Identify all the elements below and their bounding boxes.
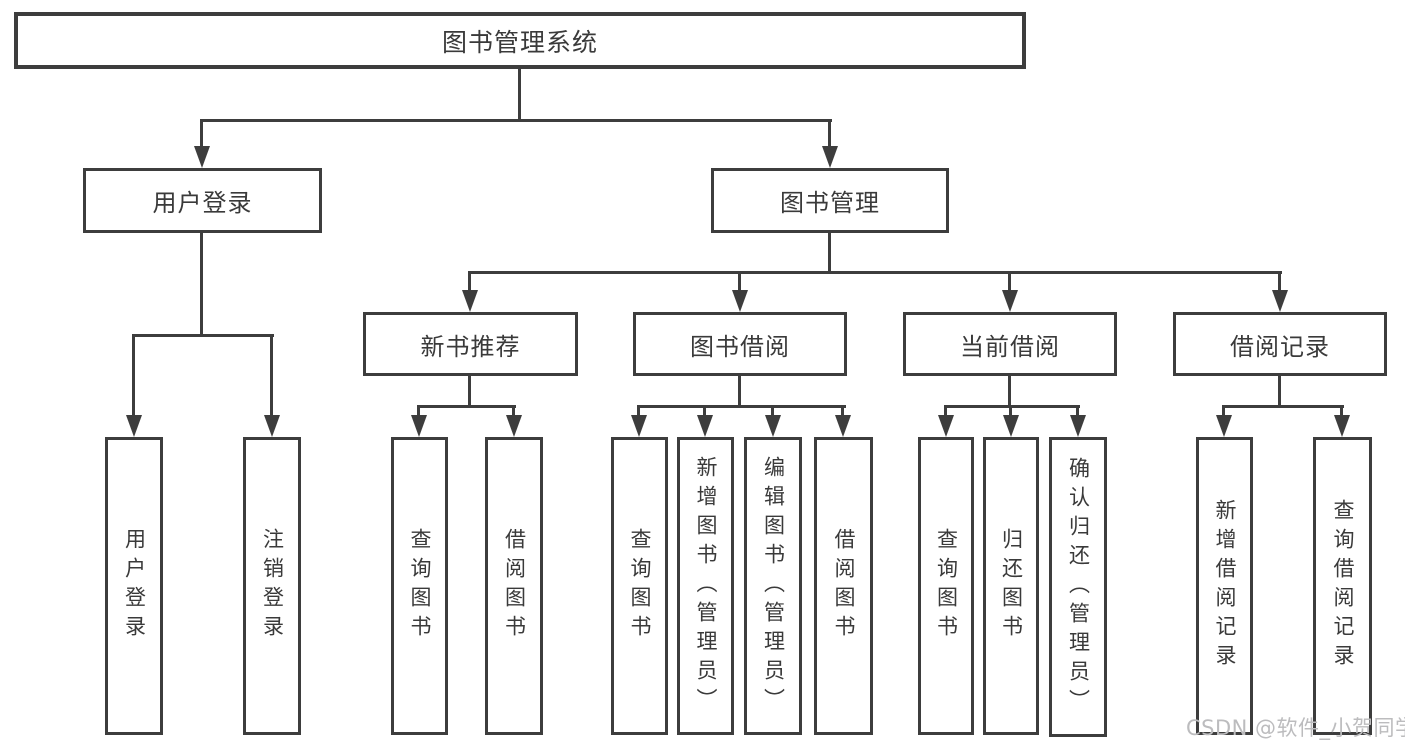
connector-g3-h bbox=[944, 405, 1080, 408]
node-edit-book-admin: 编辑图书（管理员） bbox=[744, 437, 802, 735]
arrow-g3-query-books bbox=[938, 415, 954, 437]
node-label: 用户登录 bbox=[152, 189, 253, 217]
node-label: 新书推荐 bbox=[420, 332, 521, 361]
connector-g1-stem bbox=[468, 376, 471, 405]
connector-g1-c2-stem bbox=[512, 408, 515, 416]
arrow-to-book-borrow bbox=[732, 290, 748, 312]
node-user-login-leaf: 用户登录 bbox=[105, 437, 163, 735]
arrow-to-book-mgmt bbox=[822, 146, 838, 168]
node-label: 用户登录 bbox=[122, 528, 147, 644]
arrow-to-user-login-leaf bbox=[126, 415, 142, 437]
connector-g4-stem bbox=[1278, 376, 1281, 405]
node-borrow-books-recommend: 借阅图书 bbox=[485, 437, 543, 735]
node-current-borrow: 当前借阅 bbox=[903, 312, 1117, 376]
arrow-to-new-book-recommend bbox=[462, 290, 478, 312]
node-borrow-records: 借阅记录 bbox=[1173, 312, 1387, 376]
connector-user-login-h bbox=[132, 334, 274, 337]
node-label: 查询图书 bbox=[934, 528, 959, 644]
connector-new-book-stem-top bbox=[468, 274, 471, 291]
node-borrow-books-leaf: 借阅图书 bbox=[814, 437, 873, 735]
connector-user-login-child1-stem bbox=[132, 337, 135, 415]
node-query-books-borrow: 查询图书 bbox=[611, 437, 668, 735]
connector-g4-c1-stem bbox=[1222, 408, 1225, 416]
connector-borrow-records-stem-top bbox=[1278, 274, 1281, 291]
node-label: 图书管理 bbox=[780, 189, 880, 217]
node-book-management: 图书管理 bbox=[711, 168, 949, 233]
connector-book-mgmt-stem bbox=[828, 233, 831, 271]
arrow-g4-query-record bbox=[1334, 415, 1350, 437]
arrow-g3-confirm-return bbox=[1070, 415, 1086, 437]
connector-book-mgmt-h bbox=[468, 271, 1282, 274]
connector-g3-stem bbox=[1008, 376, 1011, 405]
connector-g2-c3-stem bbox=[771, 408, 774, 416]
arrow-to-current-borrow bbox=[1002, 290, 1018, 312]
node-label: 编辑图书（管理员） bbox=[761, 455, 786, 717]
arrow-to-logout-leaf bbox=[264, 415, 280, 437]
node-book-borrow: 图书借阅 bbox=[633, 312, 847, 376]
csdn-watermark: CSDN @软件_小贺同学 bbox=[1186, 716, 1405, 740]
node-label: 查询借阅记录 bbox=[1331, 499, 1355, 673]
node-user-login: 用户登录 bbox=[83, 168, 322, 233]
connector-g1-c1-stem bbox=[417, 408, 420, 416]
node-query-borrow-record: 查询借阅记录 bbox=[1313, 437, 1372, 735]
node-label: 图书借阅 bbox=[690, 332, 790, 361]
node-label: 查询图书 bbox=[628, 528, 652, 644]
arrow-g2-edit-book bbox=[765, 415, 781, 437]
connector-g4-h bbox=[1222, 405, 1344, 408]
connector-g2-h bbox=[637, 405, 846, 408]
connector-g2-c2-stem bbox=[703, 408, 706, 416]
node-label: 图书管理系统 bbox=[441, 27, 598, 57]
node-label: 借阅记录 bbox=[1230, 332, 1330, 361]
connector-g2-c4-stem bbox=[841, 408, 844, 416]
node-label: 查询图书 bbox=[408, 528, 432, 644]
node-add-borrow-record: 新增借阅记录 bbox=[1196, 437, 1253, 735]
node-label: 注销登录 bbox=[260, 528, 285, 644]
node-label: 借阅图书 bbox=[832, 528, 856, 644]
connector-book-borrow-stem-top bbox=[738, 274, 741, 291]
connector-root-stem bbox=[518, 69, 521, 119]
arrow-to-borrow-records bbox=[1272, 290, 1288, 312]
connector-user-login-child2-stem bbox=[270, 337, 273, 415]
node-label: 新增图书（管理员） bbox=[694, 455, 718, 717]
arrow-g2-add-book bbox=[697, 415, 713, 437]
node-new-book-recommend: 新书推荐 bbox=[363, 312, 578, 376]
node-label: 确认归还（管理员） bbox=[1066, 456, 1091, 718]
node-label: 借阅图书 bbox=[502, 528, 527, 644]
node-return-book: 归还图书 bbox=[983, 437, 1039, 735]
node-label: 新增借阅记录 bbox=[1213, 499, 1237, 673]
node-label: 归还图书 bbox=[999, 528, 1024, 644]
connector-g3-c3-stem bbox=[1076, 408, 1079, 416]
node-logout-leaf: 注销登录 bbox=[243, 437, 301, 735]
arrow-g2-query-books bbox=[631, 415, 647, 437]
arrow-g1-borrow-books bbox=[506, 415, 522, 437]
connector-user-login-stem-top bbox=[200, 122, 203, 148]
connector-g3-c1-stem bbox=[944, 408, 947, 416]
arrow-g3-return-book bbox=[1003, 415, 1019, 437]
node-query-books-current: 查询图书 bbox=[918, 437, 974, 735]
connector-user-login-stem bbox=[200, 233, 203, 334]
arrow-g1-query-books bbox=[411, 415, 427, 437]
connector-book-mgmt-stem-top bbox=[828, 122, 831, 148]
connector-g2-stem bbox=[738, 376, 741, 405]
node-query-books-recommend: 查询图书 bbox=[391, 437, 448, 735]
arrow-to-user-login bbox=[194, 146, 210, 168]
node-label: 当前借阅 bbox=[960, 332, 1060, 361]
connector-current-borrow-stem-top bbox=[1008, 274, 1011, 291]
arrow-g4-add-record bbox=[1216, 415, 1232, 437]
connector-g1-h bbox=[417, 405, 516, 408]
node-confirm-return-admin: 确认归还（管理员） bbox=[1049, 437, 1107, 737]
connector-g4-c2-stem bbox=[1340, 408, 1343, 416]
connector-g3-c2-stem bbox=[1009, 408, 1012, 416]
arrow-g2-borrow-books bbox=[835, 415, 851, 437]
connector-g2-c1-stem bbox=[637, 408, 640, 416]
node-library-system: 图书管理系统 bbox=[14, 12, 1026, 69]
connector-root-h bbox=[200, 119, 832, 122]
node-add-book-admin: 新增图书（管理员） bbox=[677, 437, 734, 735]
